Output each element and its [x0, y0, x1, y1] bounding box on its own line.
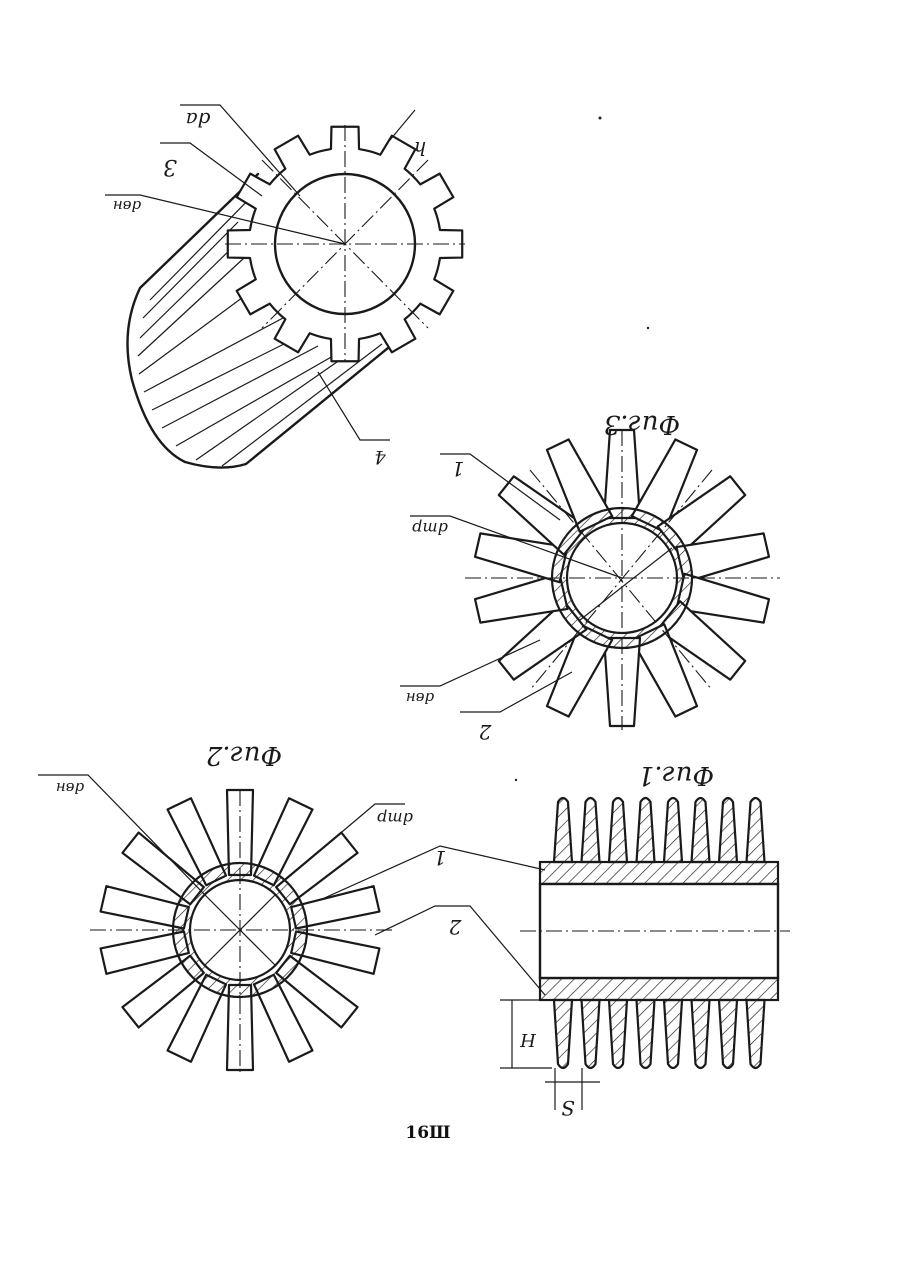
- speck: [647, 327, 649, 329]
- fig1-label-part-2: 2: [449, 915, 463, 939]
- fin: [664, 798, 682, 862]
- fin: [664, 1000, 682, 1068]
- fig3-label-d-pipe: dтр: [412, 519, 448, 538]
- fin: [719, 798, 737, 862]
- label-d-a: dа: [186, 108, 211, 132]
- fig1-label-part-1: 1: [434, 846, 447, 870]
- fin: [582, 1000, 600, 1068]
- fig2-caption: Фиг.2: [206, 740, 282, 770]
- fig2-label-d-pipe: dтр: [377, 809, 413, 828]
- label-part-3: 3: [163, 154, 177, 179]
- fig1-label-pitch: S: [561, 1096, 575, 1120]
- fin: [747, 798, 765, 862]
- fin: [719, 1000, 737, 1068]
- figure-3-finned-pipe: Фиг.3 1 dтр dвн 2: [400, 409, 780, 744]
- fin: [692, 798, 710, 862]
- fig3-label-part-1: 1: [452, 457, 465, 481]
- fin: [692, 1000, 710, 1068]
- fin: [582, 798, 600, 862]
- fig2-label-d-outer: dвн: [56, 779, 84, 797]
- fin: [609, 1000, 627, 1068]
- speck: [515, 779, 517, 781]
- fin: [637, 798, 655, 862]
- fin: [554, 798, 572, 862]
- page-number: 16Ш: [405, 1123, 450, 1143]
- label-part-4: 4: [374, 446, 386, 467]
- fin: [609, 798, 627, 862]
- fig3-caption: Фиг.3: [604, 409, 680, 439]
- fig3-label-d-inner: dвн: [406, 689, 434, 707]
- fin: [637, 1000, 655, 1068]
- label-d-inner: dвн: [113, 197, 141, 215]
- fig1-label-height: H: [520, 1029, 537, 1050]
- speck: [599, 117, 602, 120]
- fig1-top-fins: [554, 798, 765, 862]
- fig1-caption: Фиг.1: [638, 760, 714, 790]
- fig3-label-part-2: 2: [479, 720, 493, 744]
- figure-4-helical-gear: dа 3 dвн h 4: [105, 105, 465, 468]
- label-h: h: [414, 137, 426, 159]
- fig1-bottom-fins: [554, 1000, 765, 1068]
- figure-2-radial-fins: Фиг.2 dвн dтр: [38, 740, 413, 1075]
- fin: [747, 1000, 765, 1068]
- fin: [554, 1000, 572, 1068]
